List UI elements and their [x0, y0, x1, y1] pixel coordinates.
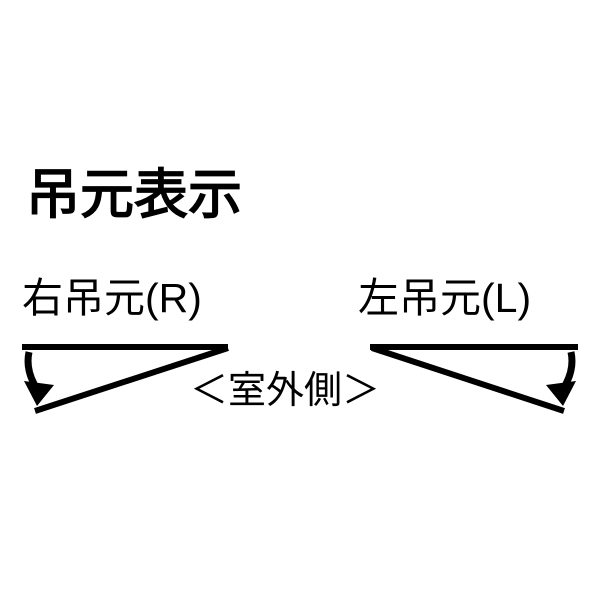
- panel-left-hinge-graphic: [370, 344, 578, 414]
- outside-side-caption: ＜室外側＞: [190, 370, 381, 412]
- label-left-hinge: 左吊元(L): [358, 275, 532, 321]
- door-leaf-line-right-panel: [371, 345, 565, 414]
- swing-arrow-head-right-panel: [546, 381, 576, 406]
- label-right-hinge: 右吊元(R): [22, 275, 202, 321]
- swing-arrow-head-left-panel: [24, 381, 54, 406]
- swing-arrow-curve-right-panel: [560, 351, 576, 391]
- page-title: 吊元表示: [26, 165, 242, 225]
- swing-arrow-curve-left-panel: [24, 351, 40, 391]
